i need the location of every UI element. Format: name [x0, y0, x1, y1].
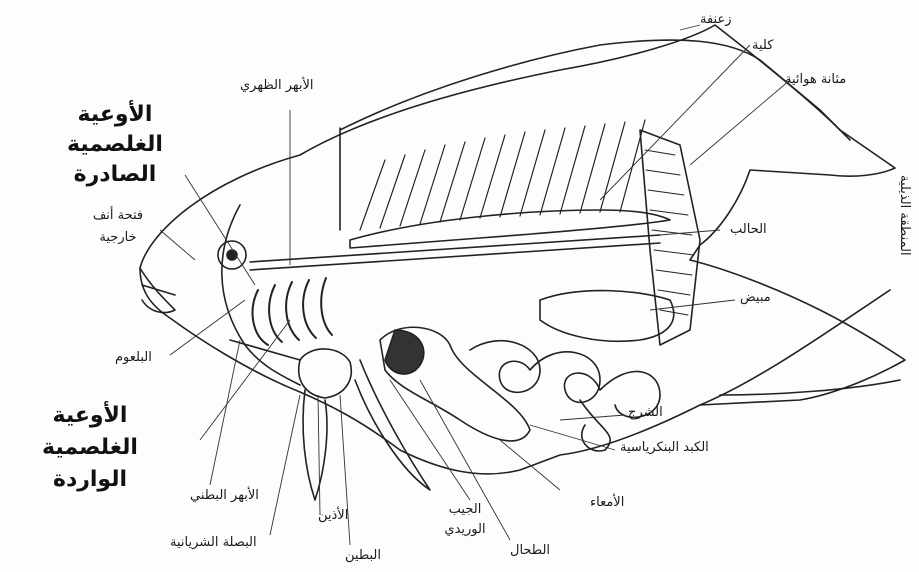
dorsal-fin-outline	[340, 40, 850, 140]
label-anus: الشرج	[628, 405, 663, 420]
label-bulbus: البصلة الشريانية	[170, 535, 257, 550]
label-dorsal-fin: زعنفة	[700, 12, 732, 27]
kidney-outline	[350, 210, 670, 248]
pelvic-fin	[303, 390, 327, 500]
label-sinus-venosus: الجيب الوريدي	[430, 500, 500, 540]
spleen	[385, 330, 424, 374]
gill-arches	[253, 278, 332, 345]
label-ventral-aorta: الأبهر البطني	[190, 488, 259, 503]
label-ureter: الحالب	[730, 222, 767, 237]
label-air-bladder: مثانة هوائية	[785, 72, 846, 87]
ovary	[540, 291, 674, 342]
pectoral-fin	[355, 360, 430, 490]
label-mouth: البلعوم	[115, 350, 152, 365]
label-ventricle: البطين	[345, 548, 381, 563]
label-external-nostril: فتحة أنف خارجية	[78, 205, 158, 249]
label-dorsal-aorta: الأبهر الظهري	[240, 78, 314, 93]
dorsal-aorta-line	[250, 235, 660, 262]
label-atrium: الأذين	[318, 508, 348, 523]
label-ovary: مبيض	[740, 290, 771, 305]
label-kidney: كلية	[752, 38, 773, 53]
label-spleen: الطحال	[510, 543, 550, 558]
label-caudal-region: المنطقة الذيلية	[897, 175, 912, 256]
label-efferent-vessels: الأوعية الغلصمية الصادرة	[30, 100, 200, 190]
air-bladder	[640, 130, 700, 345]
heart	[299, 349, 352, 398]
label-intestine: الأمعاء	[590, 495, 624, 510]
label-hepatopancreas: الكبد البنكرياسية	[620, 440, 709, 455]
label-afferent-vessels: الأوعية الغلصمية الواردة	[5, 400, 175, 496]
